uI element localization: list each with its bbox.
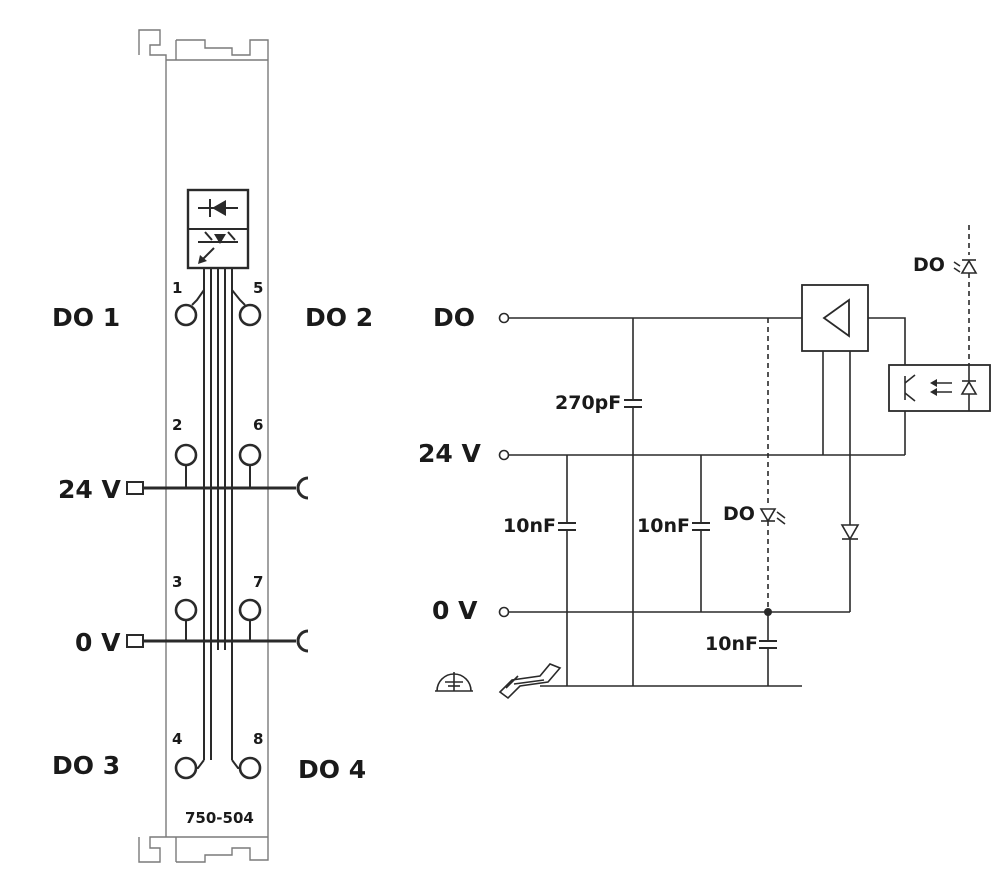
opto-led-branch [953, 225, 978, 365]
terminal-8 [238, 756, 262, 780]
rail-label-do: DO [433, 303, 475, 332]
module-part-number: 750-504 [185, 809, 254, 827]
rails [509, 317, 905, 687]
label-do4: DO 4 [298, 755, 366, 784]
terminal-4 [174, 756, 198, 780]
capacitor-10nf-mid-label: 10nF [637, 515, 690, 537]
label-24v-module: 24 V [58, 475, 121, 504]
terminal-1 [174, 303, 198, 327]
terminal-7 [238, 598, 262, 622]
capacitor-10nf-left [558, 455, 576, 686]
optocoupler [888, 364, 991, 455]
label-0v-module: 0 V [75, 628, 121, 657]
terminal-2 [174, 443, 198, 467]
din-rail-icon [498, 663, 562, 700]
module-power-buses [126, 476, 309, 653]
opto-led-label: DO [913, 254, 945, 276]
rail-label-0v: 0 V [432, 596, 478, 625]
terminal-number-5: 5 [253, 279, 263, 297]
label-do1: DO 1 [52, 303, 120, 332]
label-do3: DO 3 [52, 751, 120, 780]
terminal-number-7: 7 [253, 573, 263, 591]
terminal-number-6: 6 [253, 416, 263, 434]
module-led-block [186, 188, 250, 270]
capacitor-270pf [624, 318, 642, 686]
capacitor-10nf-ground [759, 608, 777, 686]
module-terminals [174, 303, 262, 780]
terminal-5 [238, 303, 262, 327]
schematic: DO 24 V 0 V 270pF 10nF [418, 225, 991, 700]
output-driver [801, 284, 906, 612]
terminal-number-2: 2 [172, 416, 182, 434]
capacitor-10nf-left-label: 10nF [503, 515, 556, 537]
terminal-number-3: 3 [172, 573, 182, 591]
terminal-number-8: 8 [253, 730, 263, 748]
module-housing [138, 29, 269, 863]
status-led-label: DO [723, 503, 755, 525]
rail-label-24v: 24 V [418, 439, 481, 468]
terminal-3 [174, 598, 198, 622]
terminal-number-4: 4 [172, 730, 182, 748]
capacitor-10nf-mid [692, 455, 710, 612]
capacitor-270pf-label: 270pF [555, 392, 621, 414]
label-do2: DO 2 [305, 303, 373, 332]
capacitor-10nf-ground-label: 10nF [705, 633, 758, 655]
module-drawing: 1 2 3 4 5 6 7 8 DO 1 DO 2 24 V 0 V DO 3 … [52, 29, 373, 863]
terminal-number-1: 1 [172, 279, 182, 297]
status-led-branch [759, 318, 786, 612]
terminal-6 [238, 443, 262, 467]
module-bus-lines [191, 268, 246, 769]
ground-icon [435, 672, 473, 692]
